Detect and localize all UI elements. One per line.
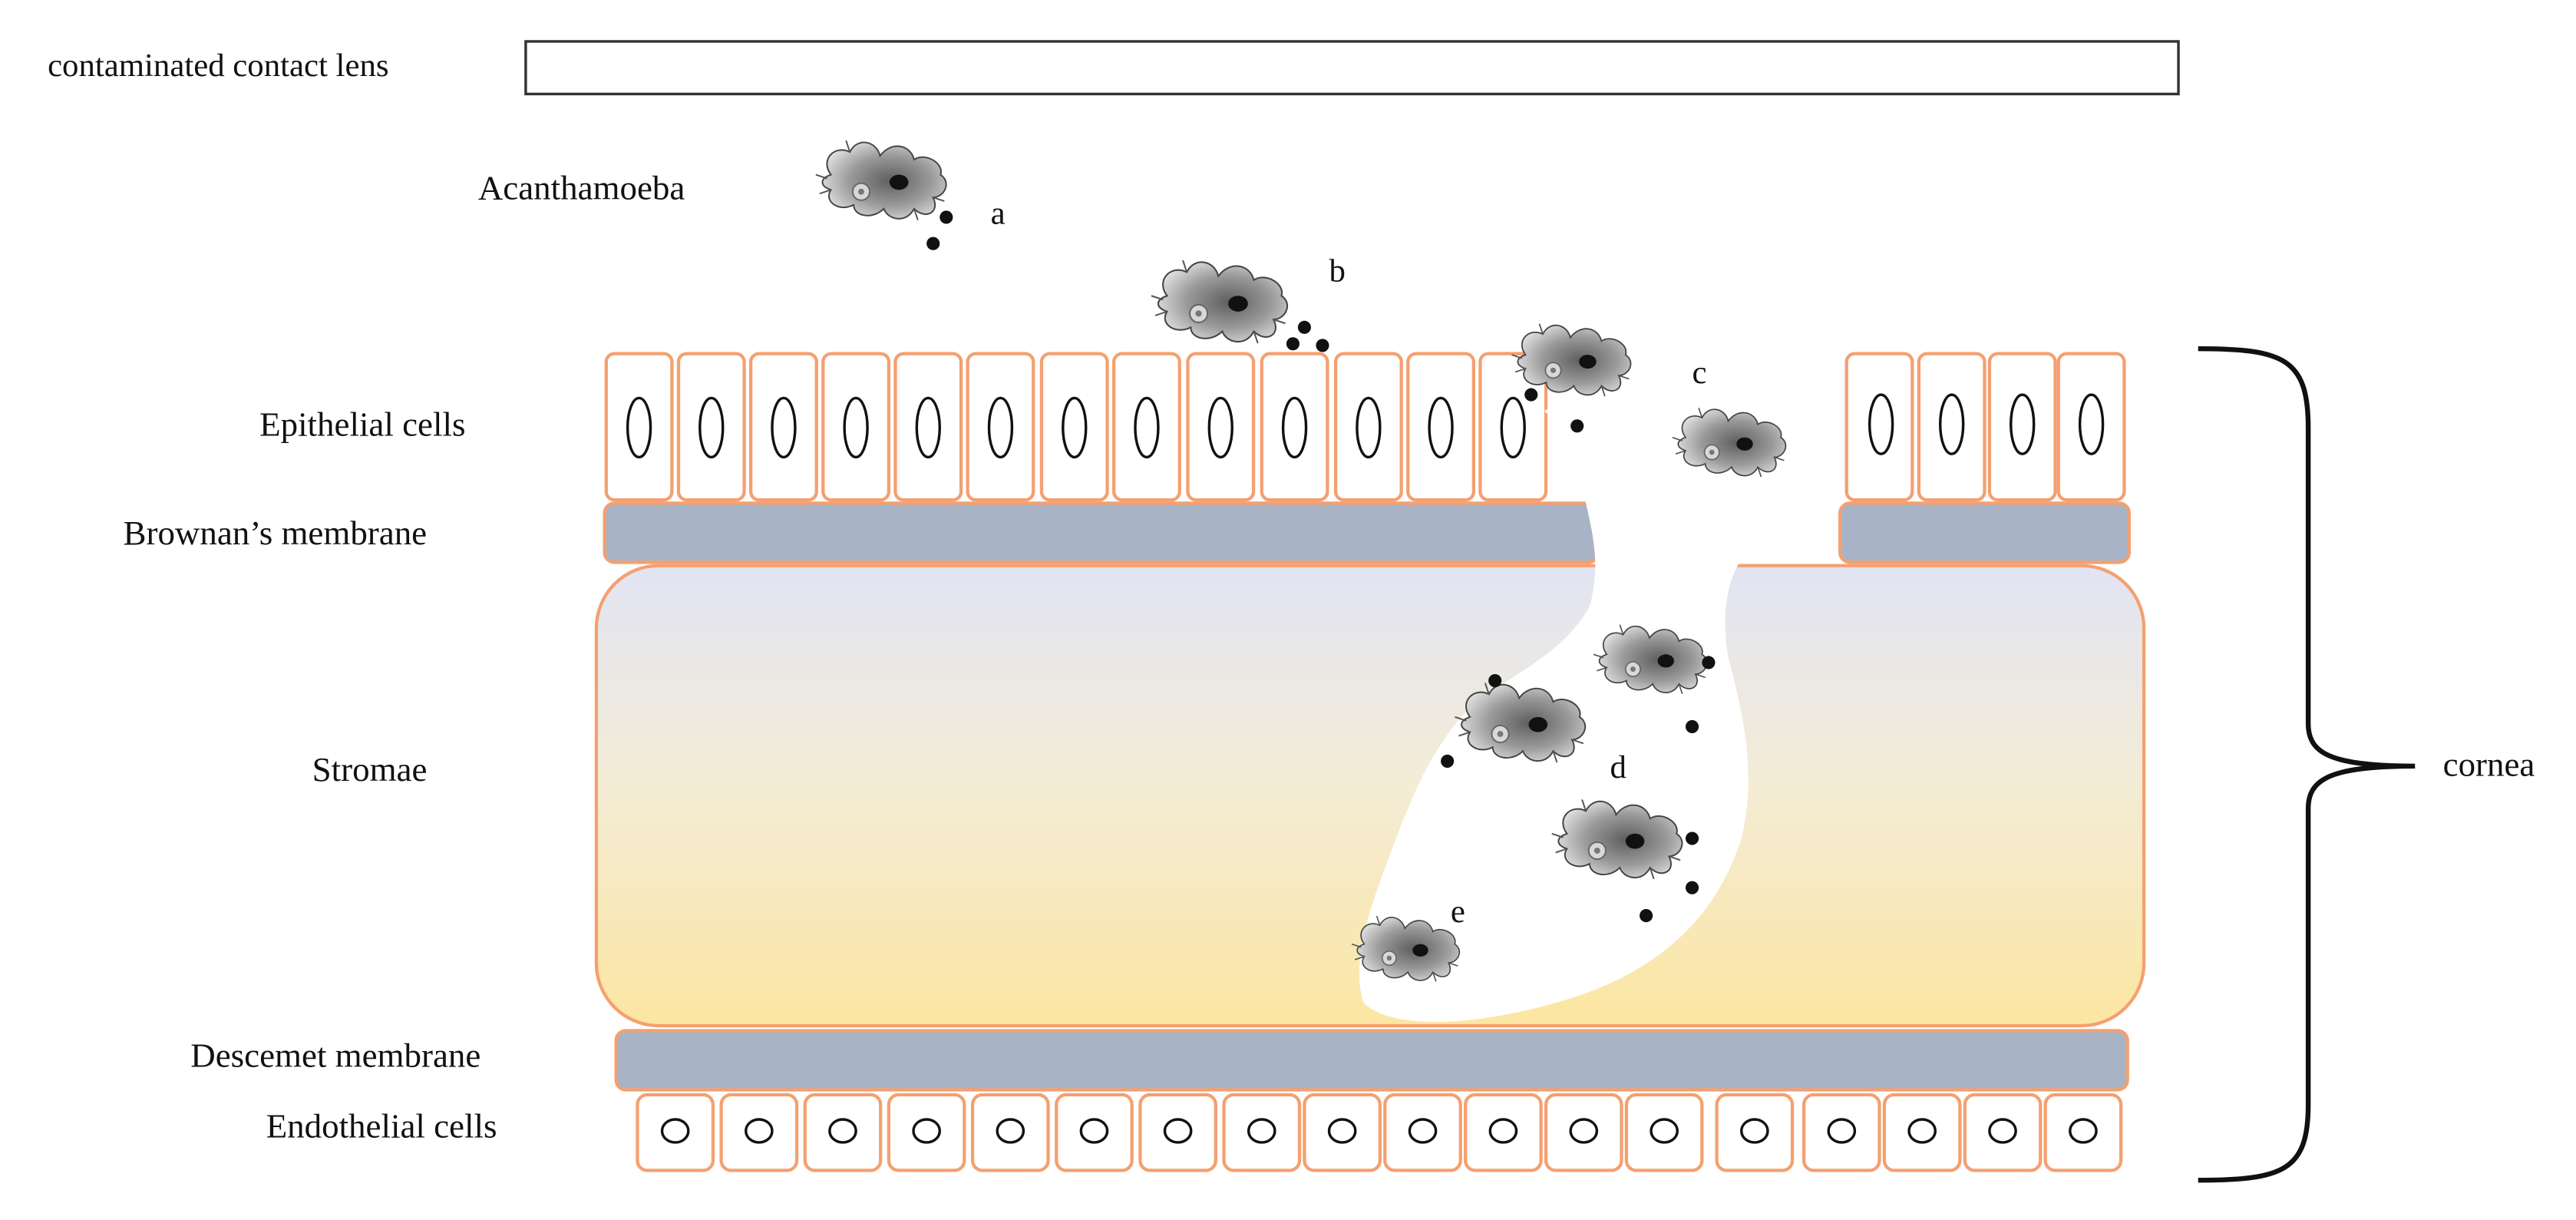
stage-e-label: e bbox=[1451, 894, 1465, 930]
cornea-label: cornea bbox=[2443, 746, 2535, 784]
endothelial-cells bbox=[636, 1093, 2123, 1172]
epithelial-cells-left bbox=[604, 352, 1548, 502]
amoeba-b bbox=[1150, 259, 1289, 345]
stage-c-label: c bbox=[1693, 355, 1707, 391]
stage-a-label: a bbox=[991, 196, 1006, 232]
epithelial-label: Epithelial cells bbox=[259, 405, 465, 444]
stage-d-label: d bbox=[1610, 749, 1626, 785]
bowman-membrane bbox=[603, 501, 2131, 564]
stroma-label: Stromae bbox=[312, 750, 428, 789]
endothelial-nuclei bbox=[660, 1118, 2098, 1144]
contact-lens bbox=[524, 40, 2180, 96]
epithelial-nuclei-left bbox=[626, 396, 1526, 459]
lens-label: contaminated contact lens bbox=[48, 48, 388, 84]
cornea-bracket bbox=[2198, 346, 2416, 1183]
epithelial-cells-right bbox=[1844, 352, 2126, 502]
descemet-label: Descemet membrane bbox=[190, 1037, 481, 1075]
epithelial-nuclei-right bbox=[1868, 393, 2105, 455]
descemet-membrane bbox=[614, 1029, 2129, 1092]
secreted-particles bbox=[926, 210, 1716, 923]
stroma bbox=[594, 564, 2146, 1028]
endothelial-label: Endothelial cells bbox=[266, 1107, 497, 1146]
amoeba-a bbox=[814, 139, 947, 221]
organism-label: Acanthamoeba bbox=[478, 168, 685, 207]
stage-b-label: b bbox=[1329, 253, 1346, 289]
bowman-label: Brownan’s membrane bbox=[124, 514, 428, 552]
